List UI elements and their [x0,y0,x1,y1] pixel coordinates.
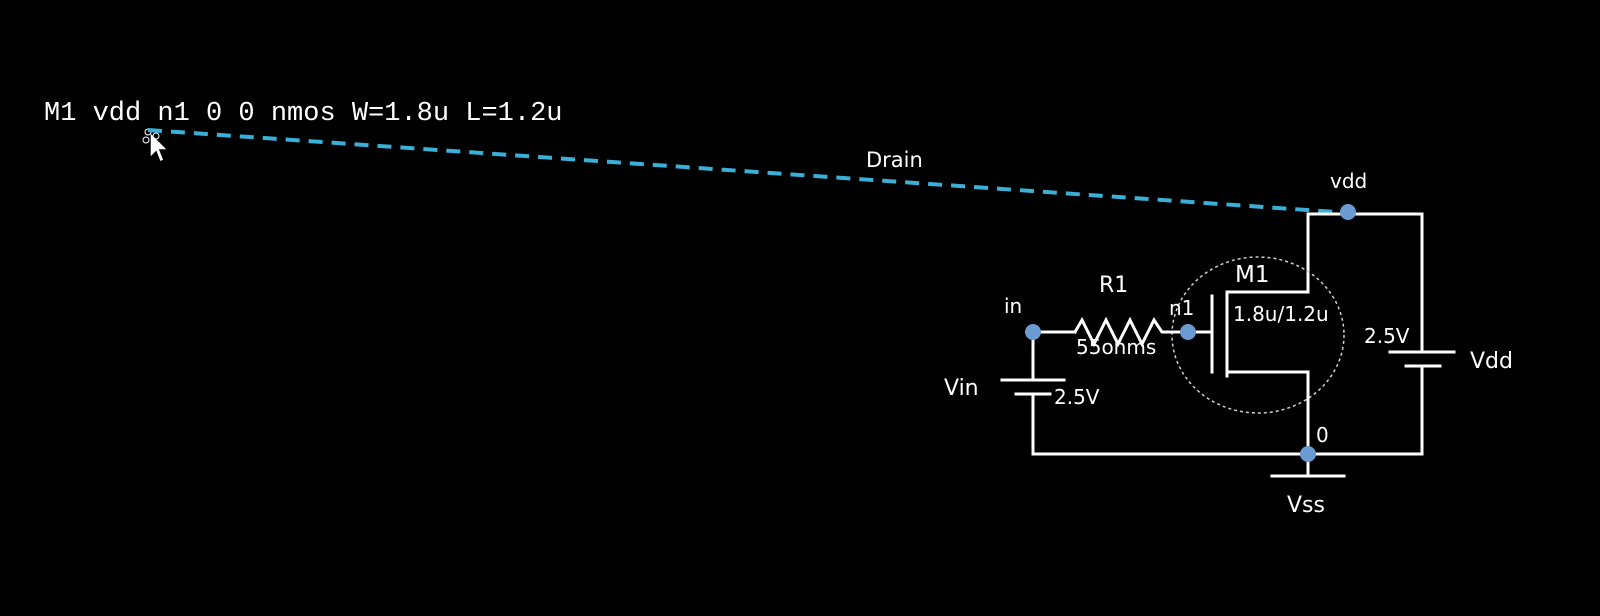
vdd-source-value: 2.5V [1364,324,1410,348]
vin-source-name: Vin [944,376,979,401]
drain-annotation-line [147,128,1337,214]
transistor-name: M1 [1235,262,1269,288]
transistor-outline [1171,256,1345,414]
resistor-r1-zigzag [1072,316,1190,348]
resistor-name: R1 [1099,273,1128,298]
wire-vdd-bottom [1306,364,1424,456]
vdd-source-name: Vdd [1470,349,1513,374]
node-vdd-label: vdd [1330,169,1367,193]
mouse-cursor-icon [149,130,170,164]
wire-vin-bottom [1031,392,1310,456]
node-n1-dot [1180,324,1196,340]
transistor-drain-lead [1225,288,1310,294]
node-n1-label: n1 [1169,296,1194,320]
node-in-label: in [1004,294,1022,318]
transistor-size: 1.8u/1.2u [1233,302,1329,326]
node-ground-dot [1300,446,1316,462]
wire-vdd-top [1306,212,1424,324]
drain-annotation-label: Drain [866,148,923,172]
spice-netlist-line: M1 vdd n1 0 0 nmos W=1.8u L=1.2u [44,99,562,129]
ground-label: Vss [1287,493,1325,518]
transistor-source-lead [1225,370,1310,456]
node-ground-label: 0 [1316,423,1329,447]
node-in-dot [1025,324,1041,340]
node-vdd-dot [1340,204,1356,220]
resistor-value: 55ohms [1076,335,1156,359]
vin-source-value: 2.5V [1054,385,1100,409]
